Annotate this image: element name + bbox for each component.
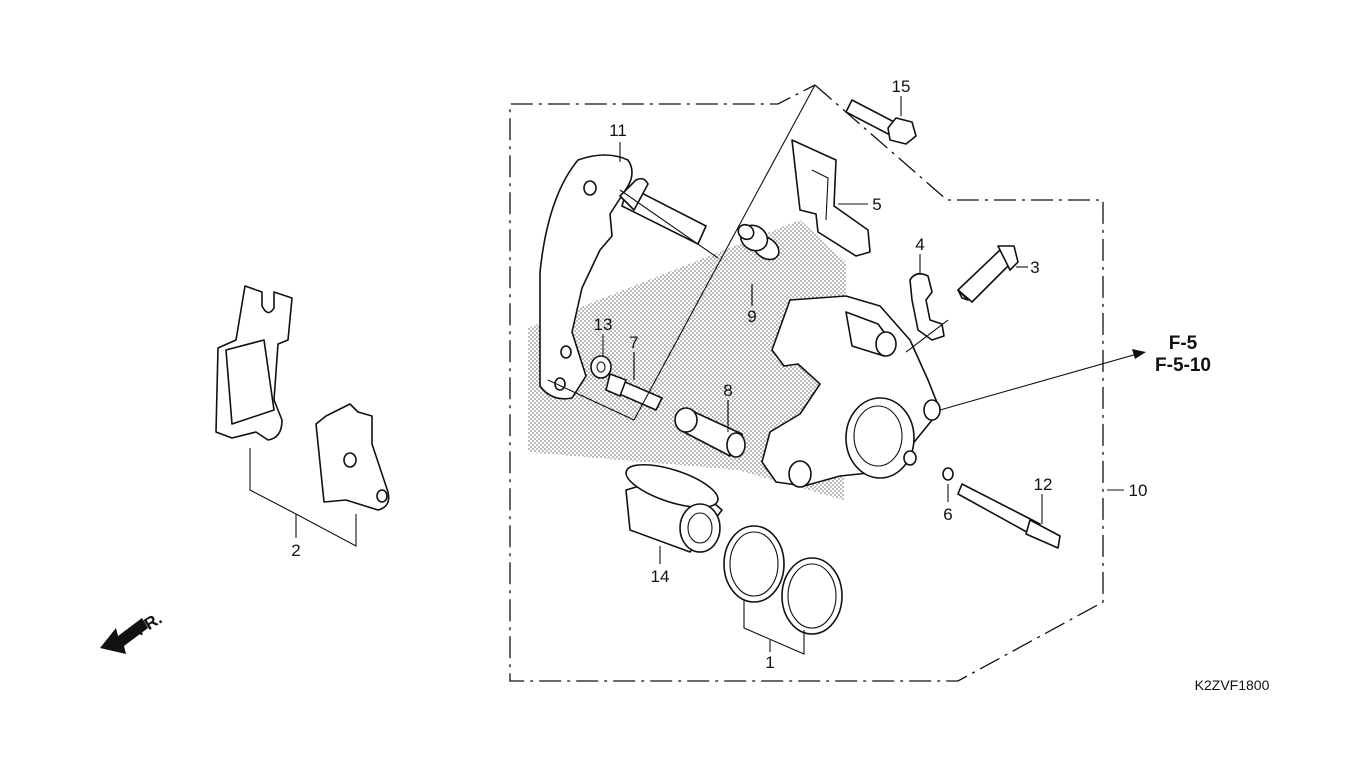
pad-spring: [791, 139, 871, 257]
callout-10: 10: [1129, 481, 1148, 500]
slide-pin-8: [674, 407, 746, 458]
callout-15: 15: [892, 77, 911, 96]
callout-3: 3: [1030, 258, 1039, 277]
washer-6: [942, 467, 954, 481]
callout-6: 6: [943, 505, 952, 524]
bolt-15: [845, 99, 917, 145]
callout-2: 2: [291, 541, 300, 560]
piston: [625, 463, 723, 553]
ring-13: [590, 355, 612, 379]
piston-seals: [723, 525, 843, 635]
assembly-boundary: [509, 84, 1104, 682]
bleeder-cap: [909, 272, 945, 341]
caliper-body: [761, 295, 941, 488]
pin-7: [605, 373, 663, 411]
leader-lines: [249, 84, 1146, 655]
callout-14: 14: [651, 567, 670, 586]
callout-13: 13: [594, 315, 613, 334]
pin-12: [957, 483, 1061, 549]
boot: [737, 223, 780, 261]
callout-12: 12: [1034, 475, 1053, 494]
brake-pads: [215, 285, 390, 511]
callout-11: 11: [609, 121, 627, 140]
reference-f5: F-5: [1169, 333, 1198, 354]
callout-1: 1: [765, 653, 774, 672]
callout-9: 9: [747, 307, 756, 326]
callout-5: 5: [872, 195, 881, 214]
callout-4: 4: [915, 235, 924, 254]
callout-8: 8: [723, 381, 732, 400]
bleeder-valve: [957, 245, 1019, 303]
reference-f5-10: F-5-10: [1155, 355, 1211, 376]
caliper-bracket: [539, 154, 707, 400]
diagram-code: K2ZVF1800: [1195, 677, 1270, 693]
callout-7: 7: [629, 333, 638, 352]
front-direction-arrow: FR.: [100, 609, 165, 654]
shading-band: [528, 220, 846, 500]
